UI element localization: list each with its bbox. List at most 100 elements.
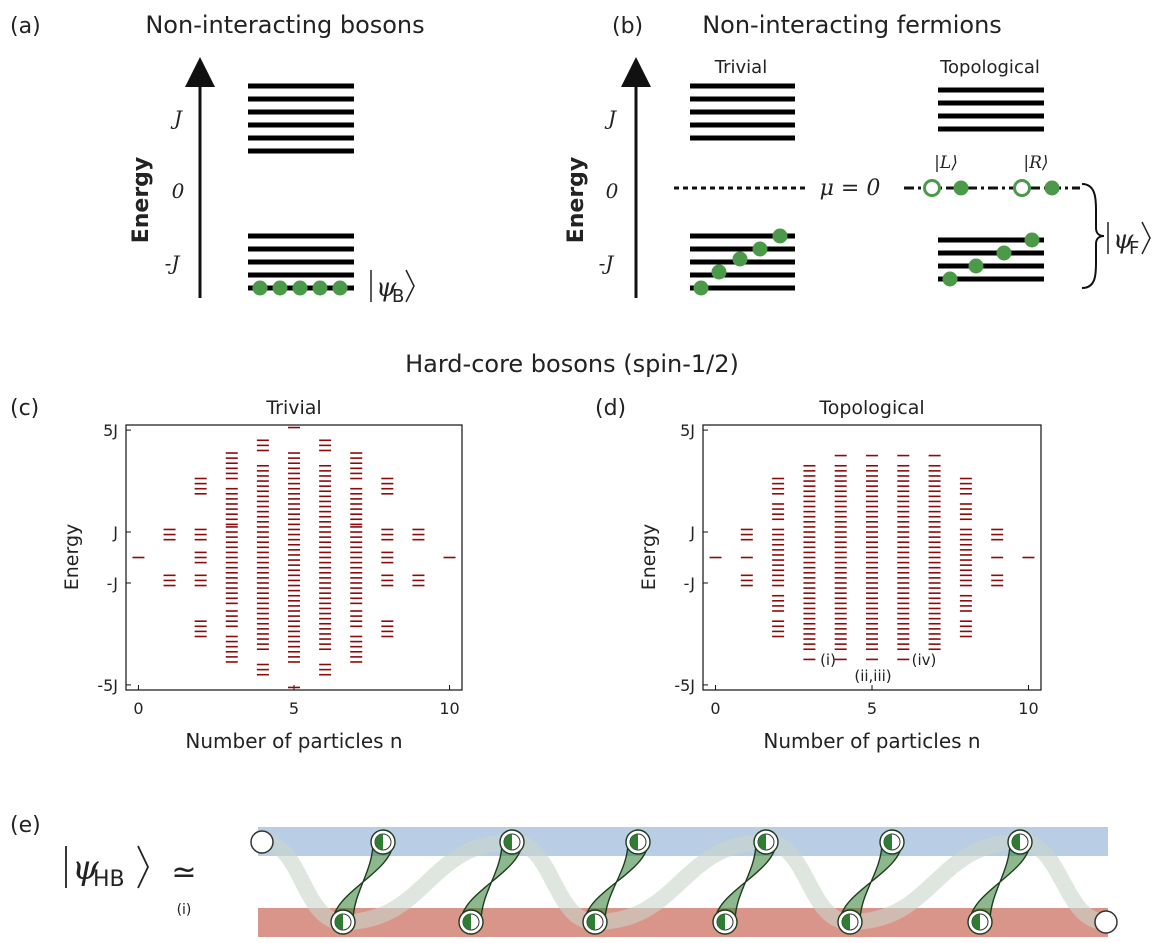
tick-zero: 0	[172, 179, 185, 203]
particle	[942, 271, 958, 287]
particle	[1024, 232, 1040, 248]
topological-label: Topological	[939, 57, 1040, 78]
site-fill	[717, 914, 725, 930]
approx-symbol: ≃	[171, 855, 196, 890]
faint-link	[260, 834, 345, 930]
trivial-label: Trivial	[714, 57, 767, 78]
chart-c-xlabel: Number of particles n	[185, 729, 402, 753]
chart-c-ylabel: Energy	[61, 524, 83, 591]
faint-link	[342, 834, 513, 930]
psi-f-symbol: ψ	[1113, 225, 1134, 255]
psi-f-ket: ψ F	[1107, 221, 1151, 259]
annotation-iv: (iv)	[912, 651, 937, 669]
site-fill	[504, 834, 512, 850]
chart-c-ytick-label: J	[112, 523, 118, 542]
faint-link	[594, 834, 767, 930]
site-fill	[463, 914, 471, 930]
chart-c-title: Trivial	[265, 397, 321, 419]
panel-b-tag: (b)	[612, 14, 643, 39]
ladder-chain	[250, 829, 1118, 935]
particle	[996, 245, 1012, 261]
chart-d-ylabel: Energy	[638, 524, 660, 591]
psi-b-subscript: B	[392, 286, 404, 307]
psi-hb-symbol: ψ	[72, 848, 99, 888]
chart-c-xtick-label: 5	[289, 699, 299, 718]
site-fill	[587, 914, 595, 930]
site-fill	[758, 834, 766, 850]
chart-c-ytick-label: 5J	[103, 421, 118, 440]
empty-edge-state	[1013, 179, 1031, 197]
panel-d-tag: (d)	[595, 396, 626, 421]
chart-c-axis-ticks: 5J J -J -5J 0 5 10	[97, 421, 459, 718]
panel-b-title: Non-interacting fermions	[702, 11, 1002, 39]
psi-f-subscript: F	[1129, 238, 1139, 259]
particle	[968, 258, 984, 274]
particle	[1044, 180, 1060, 196]
chart-d-ytick-label: 5J	[680, 421, 695, 440]
chart-c-frame	[125, 424, 463, 691]
chart-c-xtick-label: 10	[439, 699, 459, 718]
tick-minus-j: -J	[165, 251, 181, 275]
panel-a-energy-levels	[248, 83, 354, 291]
chart-d-xlabel: Number of particles n	[763, 729, 980, 753]
chart-d-xtick-label: 10	[1018, 699, 1038, 718]
empty-end-site	[250, 830, 274, 854]
particle	[752, 241, 768, 257]
panel-e-tag: (e)	[10, 813, 41, 838]
panel-c: (c) Trivial 5J J -J -5J 0 5 10 Energy Number o…	[10, 396, 463, 753]
empty-end-site	[1094, 910, 1118, 934]
hard-core-bosons-title: Hard-core bosons (spin-1/2)	[405, 350, 739, 378]
site-fill	[375, 834, 383, 850]
right-edge-label: |R⟩	[1023, 153, 1048, 173]
brace	[1081, 183, 1105, 289]
panel-e: (e) ψ HB ≃ (i)	[10, 813, 1118, 937]
chart-d-marks	[709, 454, 1035, 661]
panel-a: (a) Non-interacting bosons Energy J 0 -J…	[10, 11, 425, 307]
panel-c-tag: (c)	[10, 396, 39, 421]
psi-hb-subscript: HB	[93, 867, 125, 892]
particle	[252, 280, 268, 296]
faint-link	[510, 834, 597, 930]
empty-edge-state	[923, 179, 941, 197]
chart-c-ytick-label: -5J	[97, 676, 118, 695]
tick-j-b: J	[604, 106, 617, 130]
chart-c-xtick-label: 0	[133, 699, 143, 718]
psi-b-symbol: ψ	[376, 273, 397, 303]
left-edge-label: |L⟩	[934, 153, 958, 173]
panel-a-title: Non-interacting bosons	[145, 11, 424, 39]
panel-a-particles	[252, 280, 348, 296]
annotation-i: (i)	[820, 651, 836, 669]
particle	[711, 264, 727, 280]
faint-link	[764, 834, 852, 930]
chart-d-title: Topological	[818, 397, 924, 419]
faint-link	[849, 834, 1021, 930]
panel-b-particles	[693, 179, 1060, 296]
panel-b: (b) Non-interacting fermions Energy J 0 …	[564, 11, 1151, 298]
particle	[953, 180, 969, 196]
chart-c-marks	[132, 426, 456, 689]
chart-d-xtick-label: 0	[710, 699, 720, 718]
chart-c-ytick-label: -J	[107, 574, 118, 593]
annotation-ii-iii: (ii,iii)	[854, 667, 891, 685]
particle	[272, 280, 288, 296]
approx-subscript: (i)	[177, 902, 192, 918]
faint-link	[1018, 834, 1108, 930]
chart-d-ytick-label: -J	[684, 574, 695, 593]
tick-minus-j-b: -J	[599, 251, 615, 275]
particle	[332, 280, 348, 296]
particle	[772, 228, 788, 244]
site-fill	[630, 834, 638, 850]
site-fill	[335, 914, 343, 930]
energy-axis-label: Energy	[129, 157, 154, 244]
site-fill	[1012, 834, 1020, 850]
particle	[732, 251, 748, 267]
site-fill	[842, 914, 850, 930]
tick-j: J	[170, 106, 183, 130]
site-fill	[972, 914, 980, 930]
chart-d-ytick-label: J	[689, 523, 695, 542]
energy-axis-label-b: Energy	[564, 157, 589, 244]
particle	[312, 280, 328, 296]
panel-a-tag: (a)	[10, 14, 41, 39]
